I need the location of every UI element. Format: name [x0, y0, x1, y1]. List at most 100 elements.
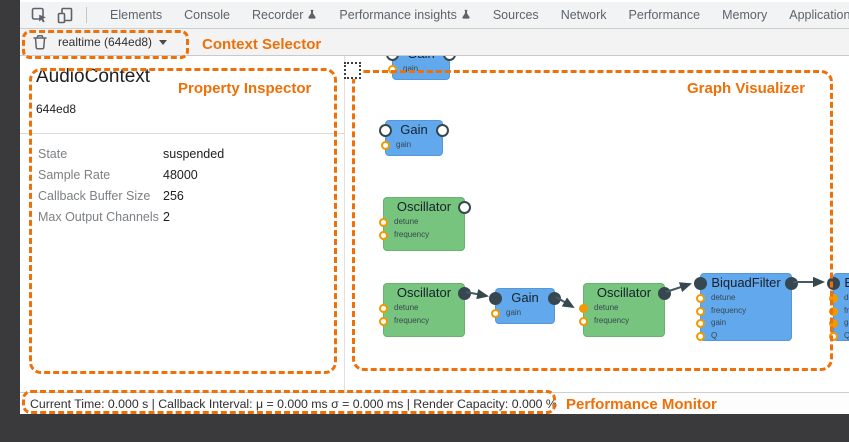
param-port — [579, 304, 588, 313]
param-detune: detune — [379, 302, 464, 315]
param-label: gain — [711, 318, 727, 327]
sidebar-divider — [20, 133, 345, 134]
param-label: Q — [711, 330, 718, 340]
node-title: Oscillator — [396, 285, 452, 300]
trash-icon[interactable] — [32, 34, 48, 50]
param-port — [829, 294, 838, 303]
output-port — [458, 201, 471, 214]
property-row: Max Output Channels 2 — [38, 206, 338, 227]
tab-label: Sources — [492, 8, 539, 22]
param-label: gain — [844, 318, 849, 327]
input-port — [694, 277, 707, 290]
param-port — [696, 294, 705, 303]
param-detune: detune — [696, 292, 791, 305]
context-selector-annotation-label: Context Selector — [202, 36, 322, 53]
output-port — [548, 292, 561, 305]
node-title: Oscillator — [596, 285, 652, 300]
performance-monitor-annotation-label: Performance Monitor — [566, 396, 717, 413]
param-label: frequency — [711, 305, 747, 315]
device-toolbar-icon[interactable] — [56, 6, 74, 24]
property-value: 48000 — [163, 167, 198, 182]
param-label: detune — [844, 293, 849, 302]
tab-label: Memory — [722, 8, 768, 22]
param-label: gain — [506, 308, 522, 317]
param-detune: detune — [379, 216, 464, 229]
param-frequency: frequency — [829, 305, 849, 318]
property-row: State suspended — [38, 143, 338, 164]
output-port — [658, 287, 671, 300]
param-port — [696, 319, 705, 328]
output-port — [458, 287, 471, 300]
tab-performance[interactable]: Performance — [618, 2, 712, 28]
input-port — [827, 277, 840, 290]
node-title: Gain — [393, 56, 449, 63]
input-port — [379, 124, 392, 137]
tab-recorder[interactable]: Recorder — [241, 2, 328, 28]
param-detune: detune — [829, 292, 849, 305]
performance-monitor-bar: Current Time: 0.000 s | Callback Interva… — [20, 392, 849, 414]
param-label: frequency — [394, 229, 430, 239]
param-label: detune — [594, 303, 619, 312]
param-port — [829, 331, 838, 341]
param-port — [388, 65, 397, 74]
param-label: detune — [711, 293, 736, 302]
param-port — [379, 218, 388, 227]
param-port — [379, 304, 388, 313]
tab-network[interactable]: Network — [550, 2, 618, 28]
audiocontext-title: AudioContext — [36, 66, 151, 87]
param-gain: gain — [829, 317, 849, 330]
property-value: suspended — [163, 146, 225, 161]
graph-visualizer-canvas[interactable]: GaingainGaingainOscillatordetunefrequenc… — [345, 56, 849, 392]
property-label: State — [38, 146, 68, 161]
param-label: gain — [403, 64, 419, 73]
param-frequency: frequency — [696, 305, 791, 318]
flask-icon — [307, 8, 317, 23]
property-label: Sample Rate — [38, 167, 111, 182]
context-selector-dropdown[interactable]: realtime (644ed8) — [58, 35, 168, 49]
param-gain: gain — [491, 307, 554, 320]
param-frequency: frequency — [379, 315, 464, 328]
property-label: Callback Buffer Size — [38, 188, 151, 203]
tab-memory[interactable]: Memory — [711, 2, 778, 28]
input-port — [489, 292, 502, 305]
tab-sources[interactable]: Sources — [482, 2, 550, 28]
tab-console[interactable]: Console — [173, 2, 241, 28]
property-row: Sample Rate 48000 — [38, 164, 338, 185]
inspect-icon[interactable] — [30, 6, 48, 24]
property-value: 256 — [163, 188, 184, 203]
property-label: Max Output Channels — [38, 209, 159, 224]
tab-performance-insights[interactable]: Performance insights — [328, 2, 481, 28]
param-gain: gain — [381, 139, 442, 152]
tab-application[interactable]: Application — [778, 2, 849, 28]
property-row: Callback Buffer Size 256 — [38, 185, 338, 206]
tab-strip: Elements Console Recorder Performance insig… — [99, 2, 849, 28]
param-frequency: frequency — [579, 315, 664, 328]
tab-label: Network — [560, 8, 607, 22]
devtools-window: Elements Console Recorder Performance insig… — [20, 0, 849, 414]
tab-label: Recorder — [251, 8, 304, 22]
tab-label: Performance insights — [339, 8, 457, 22]
param-port — [579, 316, 588, 326]
param-label: frequency — [394, 315, 430, 325]
param-port — [379, 316, 388, 326]
param-label: Q — [844, 330, 849, 340]
tab-label: Performance — [628, 8, 701, 22]
tab-label: Elements — [110, 8, 163, 22]
param-port — [696, 331, 705, 341]
dropdown-caret-icon — [159, 40, 168, 45]
flask-icon — [461, 8, 471, 23]
param-detune: detune — [579, 302, 664, 315]
param-label: frequency — [844, 305, 849, 315]
graph-visualizer-annotation-label: Graph Visualizer — [687, 80, 806, 97]
audio-node-oscillator-c: Oscillator detune frequency — [579, 283, 671, 337]
tab-elements[interactable]: Elements — [99, 2, 173, 28]
property-value: 2 — [163, 209, 170, 224]
devtools-tab-bar: Elements Console Recorder Performance insig… — [20, 0, 849, 29]
param-label: detune — [394, 303, 419, 312]
param-q: Q — [829, 330, 849, 343]
